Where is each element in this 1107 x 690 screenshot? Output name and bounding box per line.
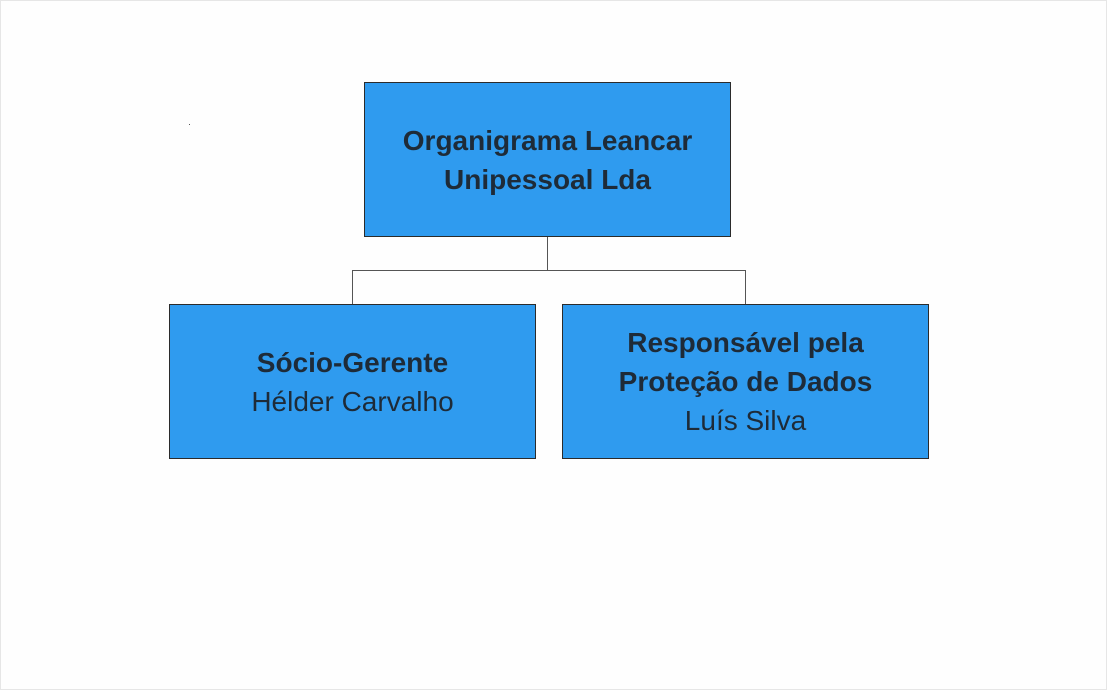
connector-root-down	[547, 237, 548, 270]
org-node-socio-gerente[interactable]: Sócio-Gerente Hélder Carvalho	[169, 304, 536, 459]
node-role-title-line-2: Proteção de Dados	[618, 366, 873, 397]
node-person-name: Hélder Carvalho	[251, 385, 454, 417]
root-title-line-1: Organigrama Leancar	[402, 124, 693, 156]
connector-horizontal	[352, 270, 746, 271]
node-role-title: Sócio-Gerente	[256, 346, 449, 378]
org-node-root[interactable]: Organigrama Leancar Unipessoal Lda	[364, 82, 731, 237]
connector-right-down	[745, 270, 746, 304]
connector-left-down	[352, 270, 353, 304]
node-person-name: Luís Silva	[684, 405, 807, 436]
root-title-line-2: Unipessoal Lda	[444, 163, 651, 195]
node-role-title-line-1: Responsável pela	[627, 327, 864, 358]
stray-dot	[189, 124, 190, 125]
org-node-protecao-dados[interactable]: Responsável pela Proteção de Dados Luís …	[562, 304, 929, 459]
